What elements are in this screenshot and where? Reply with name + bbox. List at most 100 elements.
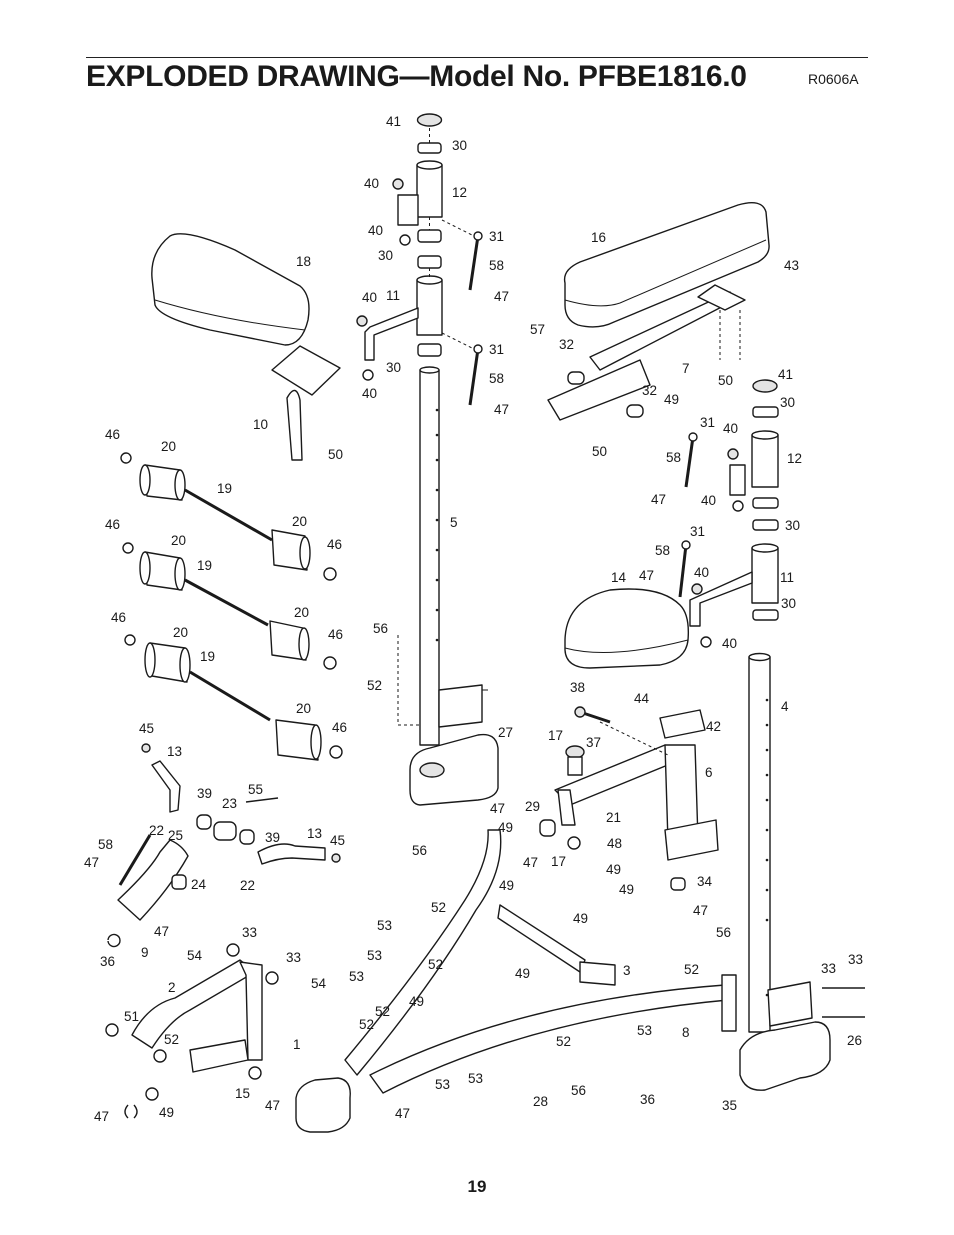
part-callout-18: 18: [296, 254, 311, 269]
frame-2: [344, 829, 502, 1076]
part-callout-5: 5: [450, 515, 458, 530]
part-callout-39: 39: [197, 786, 212, 801]
upright-4: [748, 652, 771, 1033]
part-callout-19: 19: [217, 481, 232, 496]
part-callout-58: 58: [489, 258, 504, 273]
spacers-39-23: [196, 797, 279, 845]
part-callout-53: 53: [637, 1023, 652, 1038]
part-callout-2: 2: [168, 980, 176, 995]
part-callout-34: 34: [697, 874, 713, 889]
part-callout-54: 54: [187, 948, 203, 963]
part-callout-55: 55: [248, 782, 263, 797]
part-callout-27: 27: [498, 725, 513, 740]
part-callout-46: 46: [327, 537, 342, 552]
crossmember-3: [497, 904, 616, 986]
part-callout-49: 49: [409, 994, 424, 1009]
part-callout-35: 35: [722, 1098, 737, 1113]
part-callout-6: 6: [705, 765, 713, 780]
part-callout-47: 47: [490, 801, 505, 816]
part-callout-41: 41: [386, 114, 401, 129]
seat-pad-14: [564, 588, 690, 669]
part-callout-53: 53: [377, 918, 392, 933]
part-callout-20: 20: [173, 625, 188, 640]
part-callout-45: 45: [139, 721, 154, 736]
sleeve-12-right: [729, 379, 779, 531]
sleeve-right-upright: [721, 974, 737, 1032]
bracket-7: [547, 284, 746, 421]
roller-set-1: [120, 452, 337, 581]
part-callout-40: 40: [368, 223, 383, 238]
part-callout-40: 40: [364, 176, 379, 191]
part-callout-43: 43: [784, 258, 799, 273]
sleeve-11-right: [689, 543, 779, 627]
part-callout-12: 12: [787, 451, 802, 466]
foot-cap-27: [409, 733, 499, 806]
part-callout-19: 19: [197, 558, 212, 573]
part-callout-4: 4: [781, 699, 789, 714]
part-callout-51: 51: [124, 1009, 139, 1024]
part-callout-37: 37: [586, 735, 601, 750]
part-callout-50: 50: [592, 444, 607, 459]
part-callout-53: 53: [435, 1077, 450, 1092]
part-callout-57: 57: [530, 322, 545, 337]
part-callout-50: 50: [328, 447, 343, 462]
part-callout-52: 52: [428, 957, 443, 972]
drawing-code: R0606A: [808, 71, 859, 87]
part-callout-20: 20: [292, 514, 307, 529]
part-callout-20: 20: [294, 605, 309, 620]
part-callout-49: 49: [664, 392, 679, 407]
part-callout-40: 40: [701, 493, 716, 508]
part-callout-52: 52: [367, 678, 382, 693]
part-callout-17: 17: [548, 728, 563, 743]
frame-8: [105, 943, 279, 1119]
part-callout-41: 41: [778, 367, 793, 382]
part-callout-53: 53: [468, 1071, 483, 1086]
part-callout-30: 30: [781, 596, 796, 611]
part-callout-40: 40: [694, 565, 709, 580]
upright-5: [419, 366, 440, 746]
part-callout-40: 40: [723, 421, 738, 436]
part-callout-47: 47: [265, 1098, 280, 1113]
part-callout-30: 30: [386, 360, 401, 375]
part-callout-32: 32: [559, 337, 574, 352]
part-callout-11: 11: [780, 570, 794, 585]
part-callout-53: 53: [367, 948, 382, 963]
part-callout-40: 40: [362, 386, 377, 401]
part-callout-36: 36: [100, 954, 115, 969]
part-callout-49: 49: [499, 878, 514, 893]
part-callout-25: 25: [168, 828, 183, 843]
roller-set-3: [124, 634, 343, 761]
part-callout-47: 47: [494, 402, 509, 417]
part-callout-15: 15: [235, 1086, 250, 1101]
part-callout-24: 24: [191, 877, 207, 892]
part-callout-50: 50: [718, 373, 733, 388]
part-callout-40: 40: [722, 636, 737, 651]
right-base-bracket: [767, 981, 865, 1027]
part-callout-21: 21: [606, 810, 621, 825]
small-parts-seat: [539, 706, 686, 891]
part-callout-33: 33: [821, 961, 836, 976]
part-callout-52: 52: [359, 1017, 374, 1032]
roller-set-2: [122, 542, 337, 670]
roller-32: [567, 371, 644, 418]
part-callout-52: 52: [164, 1032, 179, 1047]
part-callout-13: 13: [307, 826, 322, 841]
part-callout-8: 8: [682, 1025, 690, 1040]
upright-bracket: [438, 684, 488, 728]
part-callout-47: 47: [523, 855, 538, 870]
part-callout-38: 38: [570, 680, 585, 695]
part-callout-47: 47: [651, 492, 666, 507]
part-callout-46: 46: [328, 627, 343, 642]
pins-31-58-upper: [441, 219, 483, 406]
part-callout-39: 39: [265, 830, 280, 845]
part-callout-31: 31: [489, 342, 504, 357]
part-callout-30: 30: [452, 138, 467, 153]
part-callout-47: 47: [639, 568, 654, 583]
part-callout-49: 49: [606, 862, 621, 877]
part-callout-33: 33: [848, 952, 863, 967]
part-callout-32: 32: [642, 383, 657, 398]
part-callout-58: 58: [489, 371, 504, 386]
part-callout-14: 14: [611, 570, 627, 585]
part-callout-31: 31: [700, 415, 715, 430]
